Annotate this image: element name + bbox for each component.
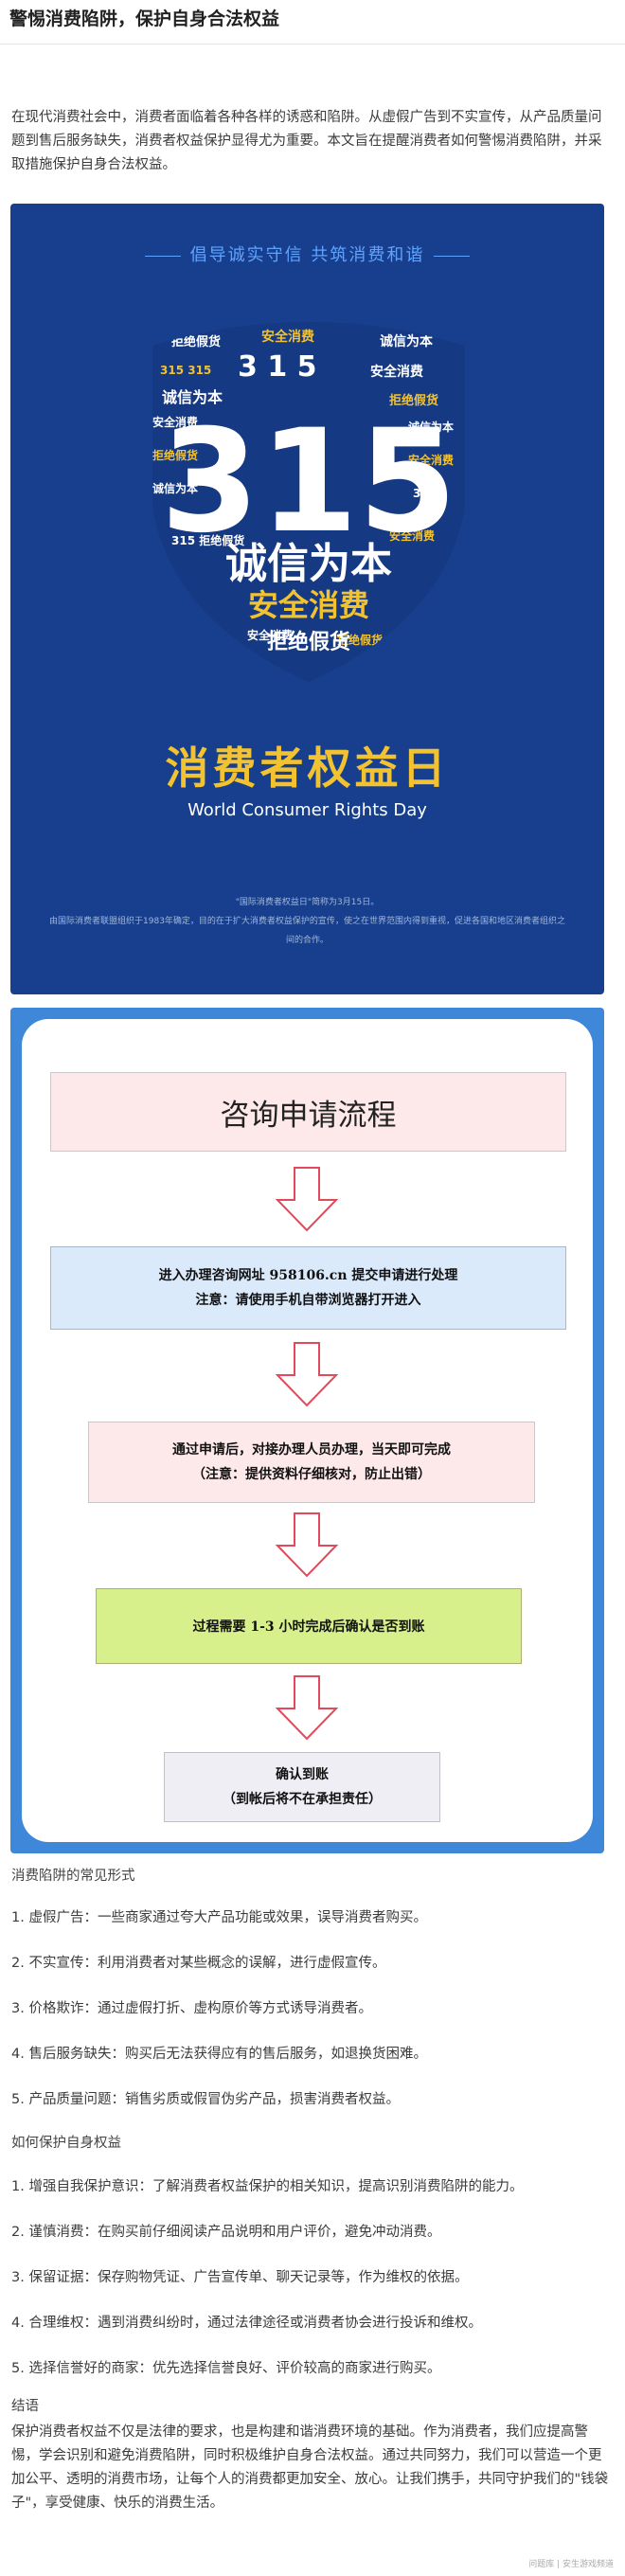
flow-step-submit: 进入办理咨询网址 958106.cn 提交申请进行处理 注意：请使用手机自带浏览…: [50, 1246, 566, 1330]
shield-number-315: 315: [160, 400, 456, 564]
consumer-rights-poster: 倡导诚实守信 共筑消费和谐 拒绝假货 安全消费 诚信为本 315 315 3 1…: [10, 204, 604, 994]
poster-slogan: 倡导诚实守信 共筑消费和谐: [10, 242, 604, 266]
svg-text:安全消费: 安全消费: [247, 628, 293, 642]
traps-item: 1. 虚假广告：一些商家通过夸大产品功能或效果，误导消费者购买。: [11, 1910, 427, 1925]
flow-step-received-line2: （到帐后将不在承担责任）: [223, 1792, 382, 1807]
svg-text:拒绝假货: 拒绝假货: [389, 393, 438, 408]
flow-step-process-line2: （注意：提供资料仔细核对，防止出错）: [192, 1467, 431, 1482]
flow-panel: 咨询申请流程 进入办理咨询网址 958106.cn 提交申请进行处理 注意：请使…: [22, 1019, 593, 1842]
protect-item: 2. 谨慎消费：在购买前仔细阅读产品说明和用户评价，避免冲动消费。: [11, 2225, 441, 2240]
down-arrow-icon: [275, 1167, 339, 1232]
flow-step-submit-line1: 进入办理咨询网址 958106.cn 提交申请进行处理: [158, 1268, 458, 1283]
traps-item: 3. 价格欺诈：通过虚假打折、虚构原价等方式诱导消费者。: [11, 2001, 372, 2016]
down-arrow-icon: [275, 1342, 339, 1407]
svg-text:拒绝假货: 拒绝假货: [152, 448, 198, 462]
svg-text:安全消费: 安全消费: [152, 415, 198, 429]
down-arrow-icon: [275, 1512, 339, 1578]
svg-text:安全消费: 安全消费: [370, 364, 423, 380]
svg-text:诚信为本: 诚信为本: [162, 388, 223, 406]
title-divider: [0, 44, 625, 45]
svg-text:诚信为本: 诚信为本: [380, 333, 434, 349]
svg-text:安全消费: 安全消费: [389, 528, 435, 543]
protect-item: 4. 合理维权：遇到消费纠纷时，通过法律途径或消费者协会进行投诉和维权。: [11, 2316, 482, 2331]
svg-text:315 315: 315 315: [160, 364, 211, 377]
flow-step-process: 通过申请后，对接办理人员办理，当天即可完成 （注意：提供资料仔细核对，防止出错）: [88, 1422, 535, 1503]
svg-text:安全消费: 安全消费: [408, 453, 454, 467]
flow-step-confirm: 过程需要 1-3 小时完成后确认是否到账: [96, 1588, 522, 1664]
traps-item: 4. 售后服务缺失：购买后无法获得应有的售后服务，如退换货困难。: [11, 2047, 427, 2062]
shield-text-reject: 拒绝假货: [267, 630, 350, 654]
consultation-flow-image: 咨询申请流程 进入办理咨询网址 958106.cn 提交申请进行处理 注意：请使…: [10, 1008, 604, 1853]
flow-step-submit-line2: 注意：请使用手机自带浏览器打开进入: [195, 1293, 421, 1308]
svg-text:拒绝假货: 拒绝假货: [337, 633, 383, 647]
article-title: 警惕消费陷阱，保护自身合法权益: [9, 9, 280, 29]
shield-word-cloud-icon: 拒绝假货 安全消费 诚信为本 315 315 3 1 5 安全消费 诚信为本 拒…: [152, 322, 465, 682]
svg-text:诚信为本: 诚信为本: [408, 420, 454, 434]
svg-text:315: 315: [413, 487, 437, 500]
svg-text:安全消费: 安全消费: [261, 329, 314, 345]
traps-heading: 消费陷阱的常见形式: [11, 1869, 135, 1884]
poster-main-title: 消费者权益日: [165, 742, 450, 794]
poster-english-title: World Consumer Rights Day: [188, 800, 427, 820]
poster-fine-print-line: "国际消费者权益日"简称为3月15日。: [235, 898, 380, 907]
poster-fine-print-line: 由国际消费者联盟组织于1983年确定，目的在于扩大消费者权益保护的宣传，使之在世…: [49, 917, 565, 945]
svg-text:诚信为本: 诚信为本: [152, 481, 198, 495]
flow-step-received: 确认到账 （到帐后将不在承担责任）: [164, 1752, 440, 1822]
shield-text-integrity: 诚信为本: [225, 540, 392, 588]
footer-credit: 问题库 | 安生游戏频道: [528, 2560, 614, 2569]
protect-item: 3. 保留证据：保存购物凭证、广告宣传单、聊天记录等，作为维权的依据。: [11, 2270, 469, 2285]
protect-item: 1. 增强自我保护意识：了解消费者权益保护的相关知识，提高识别消费陷阱的能力。: [11, 2179, 524, 2194]
down-arrow-icon: [275, 1675, 339, 1741]
shield-text-safe: 安全消费: [248, 587, 369, 623]
svg-text:拒绝假货: 拒绝假货: [171, 334, 221, 349]
poster-fine-print: "国际消费者权益日"简称为3月15日。 由国际消费者联盟组织于1983年确定，目…: [48, 893, 566, 950]
traps-item: 5. 产品质量问题：销售劣质或假冒伪劣产品，损害消费者权益。: [11, 2092, 400, 2107]
svg-text:3 1 5: 3 1 5: [238, 350, 317, 384]
protect-heading: 如何保护自身权益: [11, 2136, 121, 2151]
flow-step-received-line1: 确认到账: [276, 1767, 329, 1782]
svg-text:315 拒绝假货: 315 拒绝假货: [171, 533, 244, 547]
article-intro: 在现代消费社会中，消费者面临着各种各样的诱惑和陷阱。从虚假广告到不实宣传，从产品…: [11, 110, 602, 172]
conclusion-text: 保护消费者权益不仅是法律的要求，也是构建和谐消费环境的基础。作为消费者，我们应提…: [11, 2424, 609, 2511]
flow-title: 咨询申请流程: [220, 1098, 397, 1133]
protect-item: 5. 选择信誉好的商家：优先选择信誉良好、评价较高的商家进行购买。: [11, 2361, 441, 2376]
conclusion-heading: 结语: [11, 2399, 39, 2414]
flow-step-process-line1: 通过申请后，对接办理人员办理，当天即可完成: [172, 1442, 451, 1458]
flow-step-confirm-text: 过程需要 1-3 小时完成后确认是否到账: [192, 1619, 425, 1635]
traps-item: 2. 不实宣传：利用消费者对某些概念的误解，进行虚假宣传。: [11, 1956, 386, 1971]
poster-slogan-text: 倡导诚实守信 共筑消费和谐: [189, 245, 425, 265]
flow-title-box: 咨询申请流程: [50, 1072, 566, 1152]
